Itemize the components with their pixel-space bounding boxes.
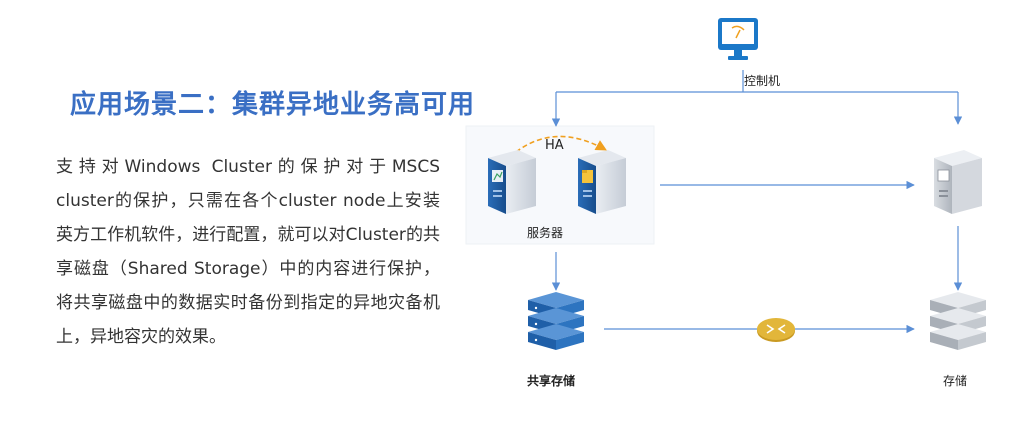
router-icon — [757, 318, 795, 342]
server-icon — [488, 150, 536, 214]
description-text: 支持对Windows Cluster的保护对于MSCS cluster的保护，只… — [56, 157, 440, 347]
storage-stack-icon — [930, 292, 986, 350]
shared-storage-label: 共享存储 — [527, 374, 576, 388]
ha-label: HA — [545, 138, 564, 153]
server-icon — [578, 150, 626, 214]
page-title: 应用场景二：集群异地业务高可用 — [70, 90, 476, 120]
servers-label: 服务器 — [527, 226, 564, 240]
server-icon — [934, 150, 982, 214]
ha-arrow — [515, 135, 607, 153]
monitor-icon — [718, 18, 758, 60]
console-label: 控制机 — [744, 74, 781, 88]
storage-label: 存储 — [943, 374, 968, 388]
storage-stack-icon — [528, 292, 584, 350]
